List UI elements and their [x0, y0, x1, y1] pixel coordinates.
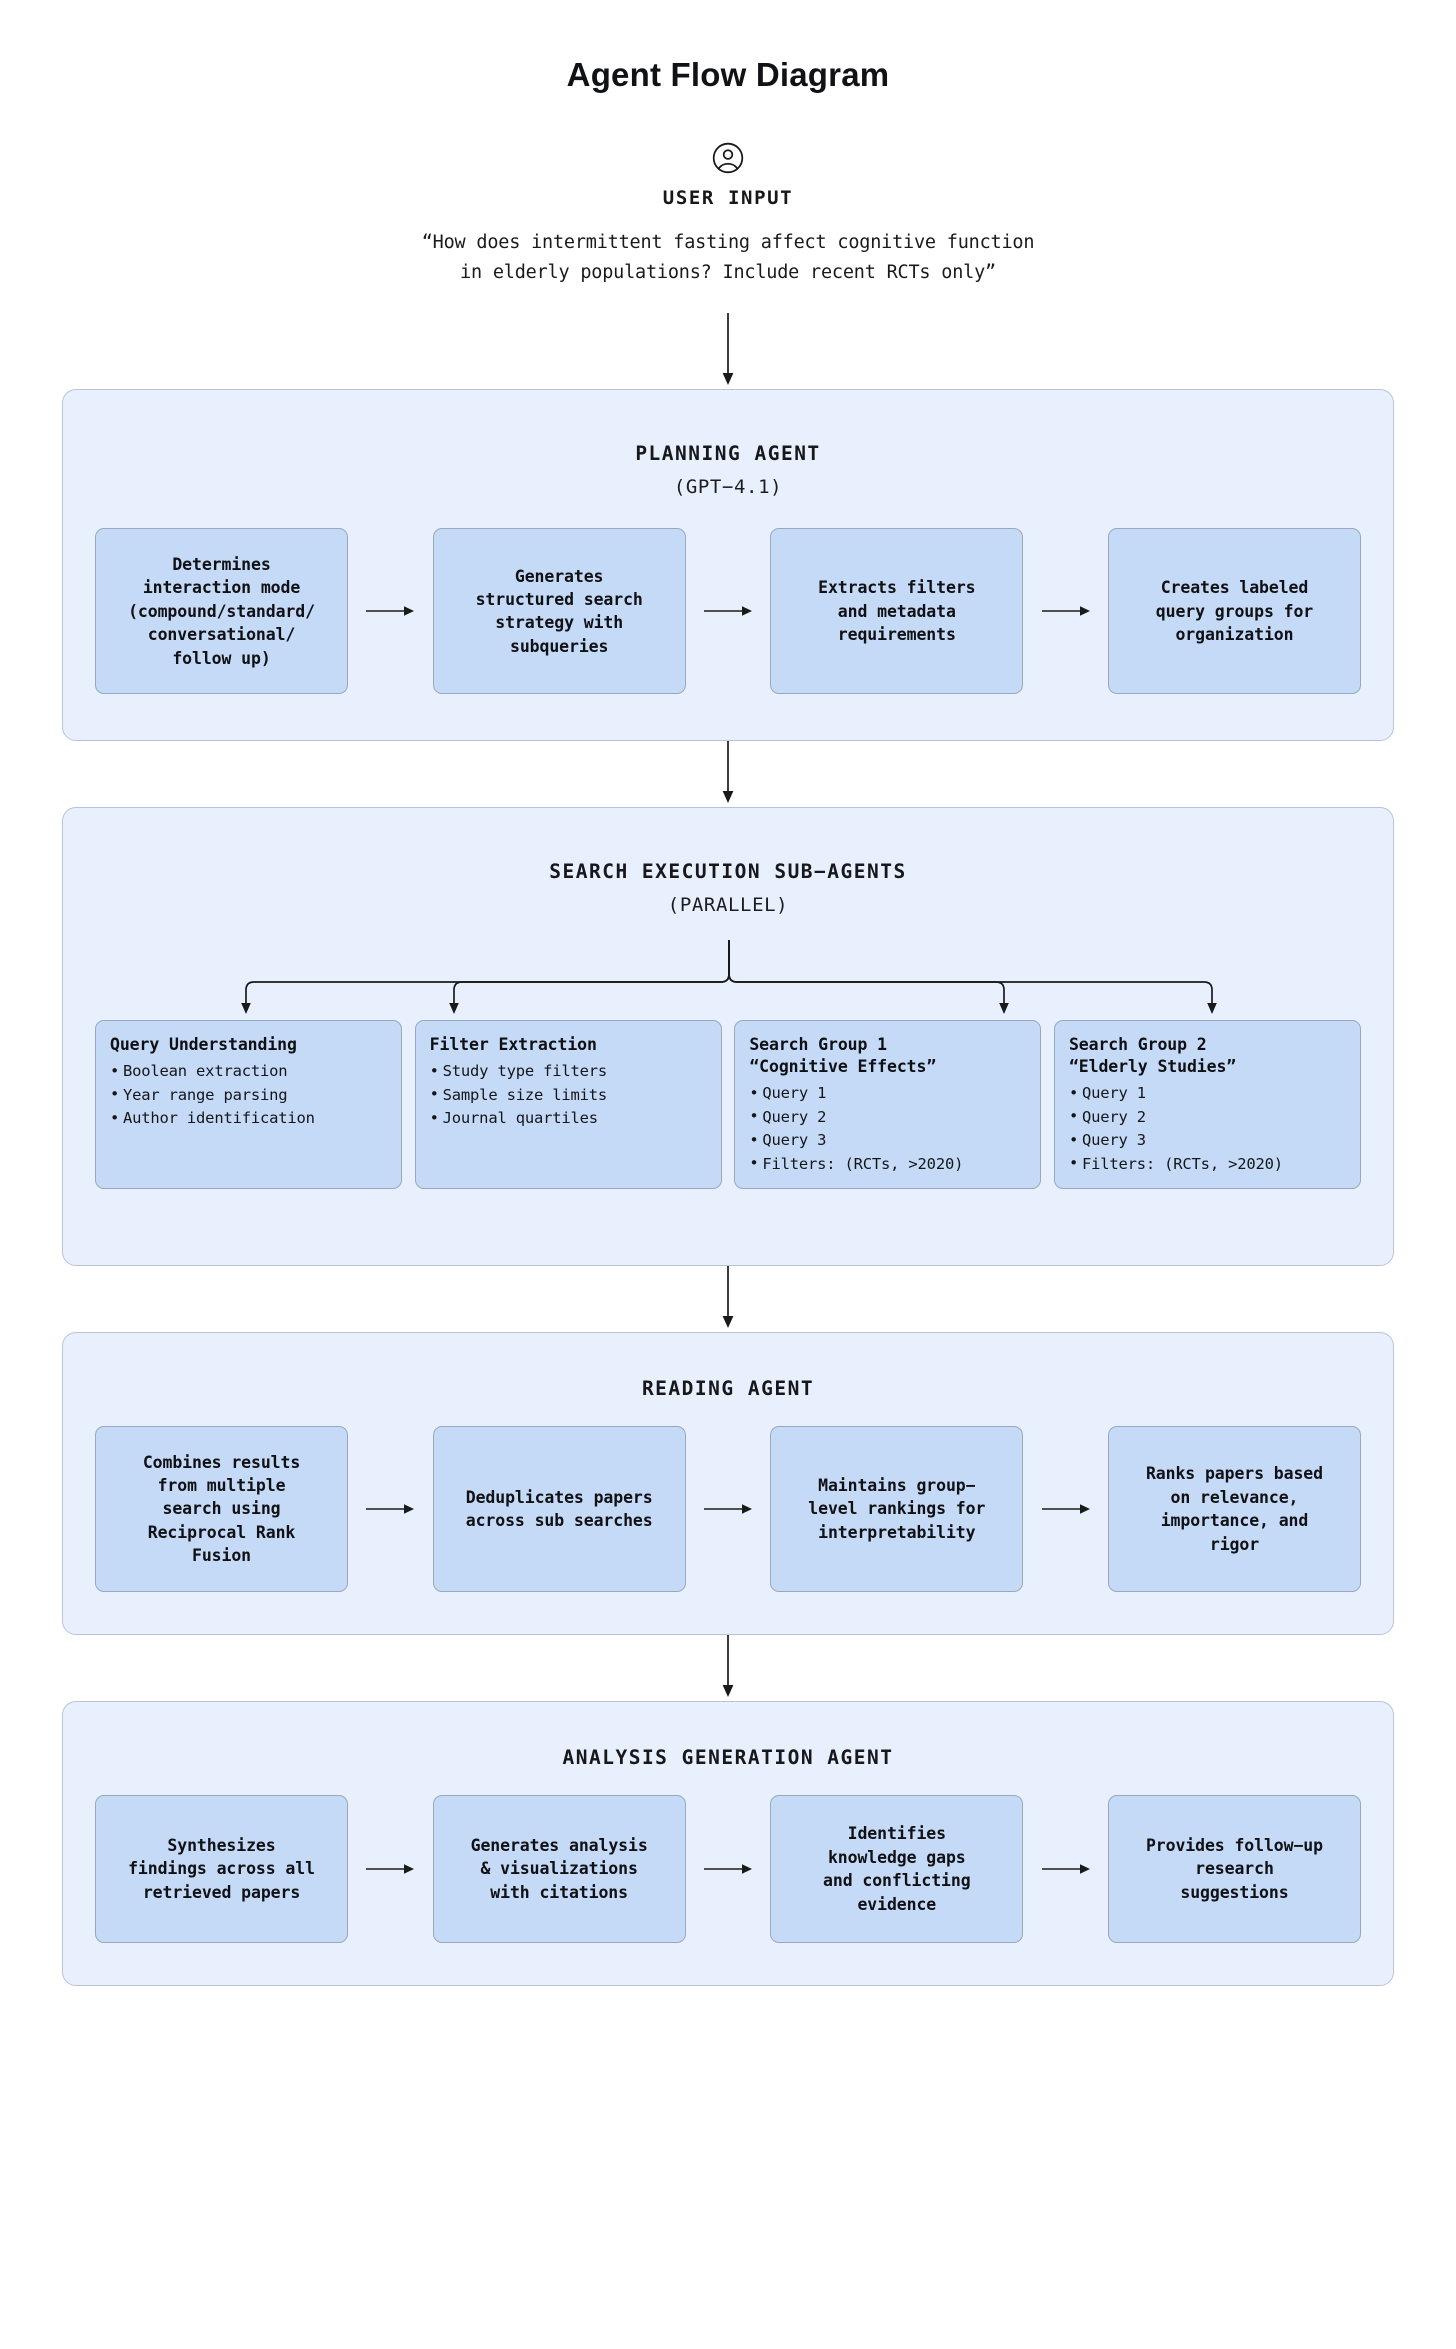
reading-step-row: Combines results from multiple search us… [93, 1426, 1363, 1593]
parallel-branch-row: Query Understanding Boolean extraction Y… [93, 1020, 1363, 1190]
step-box[interactable]: Identifies knowledge gaps and conflictin… [770, 1795, 1024, 1944]
branch-item-list: Query 1 Query 2 Query 3 Filters: (RCTs, … [1069, 1082, 1346, 1176]
stage-subtitle: (GPT−4.1) [673, 476, 783, 499]
branch-item: Boolean extraction [110, 1060, 387, 1084]
parallel-branch-connector [93, 940, 1363, 1020]
branch-item: Query 2 [749, 1105, 1026, 1130]
arrow-right-icon [1041, 606, 1090, 617]
stage-title: PLANNING AGENT [635, 442, 821, 466]
user-circle-icon [712, 143, 744, 174]
branch-item: Query 2 [1069, 1105, 1346, 1130]
arrow-right-icon [1041, 1504, 1090, 1515]
branch-item-list: Query 1 Query 2 Query 3 Filters: (RCTs, … [749, 1082, 1026, 1176]
stage-title: ANALYSIS GENERATION AGENT [562, 1746, 894, 1770]
branch-item: Filters: (RCTs, >2020) [1069, 1152, 1346, 1177]
step-box[interactable]: Extracts filters and metadata requiremen… [770, 528, 1024, 695]
branch-item-list: Boolean extraction Year range parsing Au… [110, 1060, 387, 1131]
stage-analysis-generation-agent: ANALYSIS GENERATION AGENT Synthesizes fi… [62, 1701, 1394, 1987]
stage-title: SEARCH EXECUTION SUB−AGENTS [549, 860, 907, 884]
planning-step-row: Determines interaction mode (compound/st… [93, 528, 1363, 695]
page-title: Agent Flow Diagram [566, 56, 890, 93]
branch-item: Sample size limits [430, 1083, 707, 1108]
connector-planning-to-search [722, 741, 734, 804]
arrow-right-icon [703, 1504, 752, 1515]
branch-box-search-group-1[interactable]: Search Group 1 “Cognitive Effects” Query… [734, 1020, 1042, 1190]
step-box[interactable]: Ranks papers based on relevance, importa… [1107, 1426, 1361, 1593]
stage-search-execution-sub-agents: SEARCH EXECUTION SUB−AGENTS (PARALLEL) Q… [62, 807, 1394, 1267]
branch-box-filter-extraction[interactable]: Filter Extraction Study type filters Sam… [414, 1020, 722, 1190]
step-box[interactable]: Generates analysis & visualizations with… [432, 1795, 686, 1944]
branch-heading: Search Group 1 “Cognitive Effects” [749, 1035, 937, 1077]
branch-item: Query 1 [1069, 1082, 1346, 1106]
arrow-right-icon [1041, 1864, 1090, 1875]
stage-planning-agent: PLANNING AGENT (GPT−4.1) Determines inte… [62, 389, 1394, 742]
branch-item: Study type filters [430, 1060, 707, 1084]
arrow-right-icon [703, 1864, 752, 1875]
user-input-query-text: “How does intermittent fasting affect co… [421, 232, 1035, 283]
stage-title: READING AGENT [641, 1377, 815, 1401]
branch-heading: Filter Extraction [429, 1035, 597, 1055]
step-box[interactable]: Deduplicates papers across sub searches [432, 1426, 686, 1593]
branch-item-list: Study type filters Sample size limits Jo… [430, 1060, 707, 1131]
step-box[interactable]: Synthesizes findings across all retrieve… [95, 1795, 348, 1944]
branch-box-query-understanding[interactable]: Query Understanding Boolean extraction Y… [95, 1020, 402, 1190]
analysis-step-row: Synthesizes findings across all retrieve… [93, 1795, 1363, 1944]
branch-item: Filters: (RCTs, >2020) [749, 1152, 1026, 1177]
user-input-block: USER INPUT “How does intermittent fastin… [0, 141, 1456, 287]
branch-box-search-group-2[interactable]: Search Group 2 “Elderly Studies” Query 1… [1053, 1020, 1361, 1190]
branch-item: Query 3 [749, 1129, 1026, 1153]
branch-item: Author identification [110, 1107, 387, 1131]
arrow-right-icon [703, 606, 752, 617]
branch-item: Query 1 [749, 1082, 1026, 1106]
arrow-right-icon [366, 1864, 415, 1875]
step-box[interactable]: Combines results from multiple search us… [95, 1426, 348, 1593]
branch-item: Year range parsing [110, 1083, 387, 1108]
branch-item: Journal quartiles [430, 1107, 707, 1131]
arrow-right-icon [366, 1504, 415, 1515]
flow-diagram-page: Agent Flow Diagram USER INPUT “How does … [0, 0, 1456, 1986]
branch-tree-icon [241, 940, 1217, 1015]
stage-subtitle: (PARALLEL) [667, 894, 789, 917]
step-box[interactable]: Determines interaction mode (compound/st… [95, 528, 348, 695]
arrow-right-icon [366, 606, 415, 617]
branch-item: Query 3 [1069, 1129, 1346, 1153]
stage-reading-agent: READING AGENT Combines results from mult… [62, 1332, 1394, 1636]
step-box[interactable]: Creates labeled query groups for organiz… [1107, 528, 1361, 695]
step-box[interactable]: Generates structured search strategy wit… [432, 528, 686, 695]
step-box[interactable]: Provides follow−up research suggestions [1107, 1795, 1361, 1944]
branch-heading: Query Understanding [110, 1035, 297, 1055]
connector-reading-to-analysis [722, 1635, 734, 1698]
user-input-label: USER INPUT [662, 187, 794, 210]
branch-heading: Search Group 2 “Elderly Studies” [1068, 1035, 1237, 1077]
connector-search-to-reading [722, 1266, 734, 1329]
step-box[interactable]: Maintains group− level rankings for inte… [770, 1426, 1024, 1593]
connector-user-to-planning [722, 313, 734, 386]
